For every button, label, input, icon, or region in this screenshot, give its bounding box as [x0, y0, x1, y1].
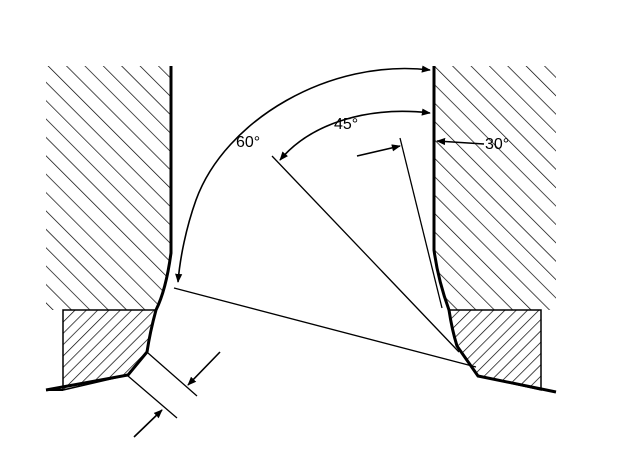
- bevel-line-45: [271, 155, 460, 353]
- leader-30-right: [436, 137, 485, 146]
- leader-30-left: [356, 144, 401, 157]
- weld-dim-arrow-bottom: [133, 409, 163, 438]
- right-plate-outline: [432, 66, 557, 394]
- weld-dim-ext-2: [127, 375, 178, 419]
- right-plate-hatch: [434, 66, 556, 310]
- left-plate-hatch: [46, 66, 171, 310]
- weld-dim-ext-1: [147, 352, 198, 397]
- label-60: 60°: [236, 134, 260, 151]
- weld-dim-arrow-top: [187, 351, 221, 386]
- left-plate-outline: [45, 66, 173, 392]
- arc-45: [279, 108, 431, 161]
- label-45: 45°: [334, 116, 358, 133]
- bevel-line-low: [173, 287, 477, 368]
- arc-60: [175, 65, 431, 283]
- label-30: 30°: [485, 136, 509, 153]
